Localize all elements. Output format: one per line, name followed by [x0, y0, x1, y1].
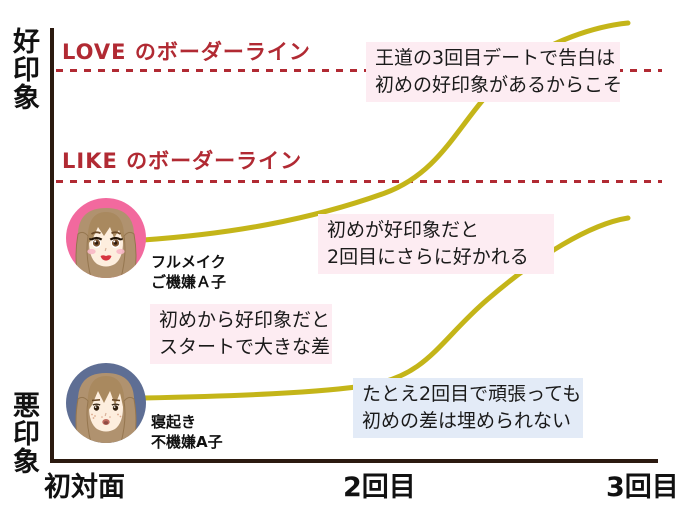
like-borderline-label: LIKE のボーダーライン: [62, 149, 303, 173]
y-axis-label-bad: 悪印象: [8, 391, 39, 475]
bad-impression-curve: [140, 215, 631, 401]
callout-cannot-fill-line1: たとえ2回目で頑張っても: [362, 383, 582, 405]
y-axis-line: [50, 28, 54, 463]
callout-big-gap-at-start: 初めから好印象だと スタートで大きな差: [150, 304, 332, 364]
x-tick-first-meeting: 初対面: [44, 472, 125, 503]
callout-big-gap-line1: 初めから好印象だと: [159, 309, 331, 331]
callout-liked-more-second-time: 初めが好印象だと 2回目にさらに好かれる: [318, 214, 554, 274]
callout-gap-cannot-be-filled: たとえ2回目で頑張っても 初めの差は埋められない: [353, 378, 583, 438]
callout-liked-more-line1: 初めが好印象だと: [327, 219, 480, 241]
bad-avatar-face: [75, 373, 137, 443]
love-borderline-dotted-line: [56, 69, 662, 72]
callout-cannot-fill-line2: 初めの差は埋められない: [362, 410, 572, 432]
good-avatar-caption-line1: フルメイク: [151, 253, 226, 271]
x-tick-second-date: 2回目: [343, 472, 416, 503]
callout-liked-more-line2: 2回目にさらに好かれる: [327, 246, 529, 268]
callout-third-date-confession: 王道の3回目デートで告白は 初めの好印象があるからこそ: [366, 42, 623, 102]
bad-avatar-caption-line2: 不機嫌A子: [151, 433, 223, 451]
bad-avatar-caption: 寝起き 不機嫌A子: [151, 412, 223, 452]
callout-third-date-confession-line2: 初めの好印象があるからこそ: [375, 74, 623, 96]
x-axis-line: [50, 459, 658, 463]
x-tick-third-date: 3回目: [606, 472, 679, 503]
good-avatar-caption-line2: ご機嫌Ａ子: [151, 273, 227, 291]
y-axis-label-good: 好印象: [8, 27, 39, 111]
bad-impression-avatar: [66, 363, 146, 443]
bad-avatar-caption-line1: 寝起き: [151, 413, 197, 431]
good-impression-curve: [140, 20, 631, 243]
like-borderline-dotted-line: [56, 180, 662, 183]
good-avatar-caption: フルメイク ご機嫌Ａ子: [151, 252, 226, 292]
good-avatar-face: [75, 208, 137, 278]
good-impression-avatar: [66, 198, 146, 278]
callout-third-date-confession-line1: 王道の3回目デートで告白は: [375, 47, 616, 69]
love-borderline-label: LOVE のボーダーライン: [62, 40, 311, 64]
callout-big-gap-line2: スタートで大きな差: [159, 336, 331, 358]
